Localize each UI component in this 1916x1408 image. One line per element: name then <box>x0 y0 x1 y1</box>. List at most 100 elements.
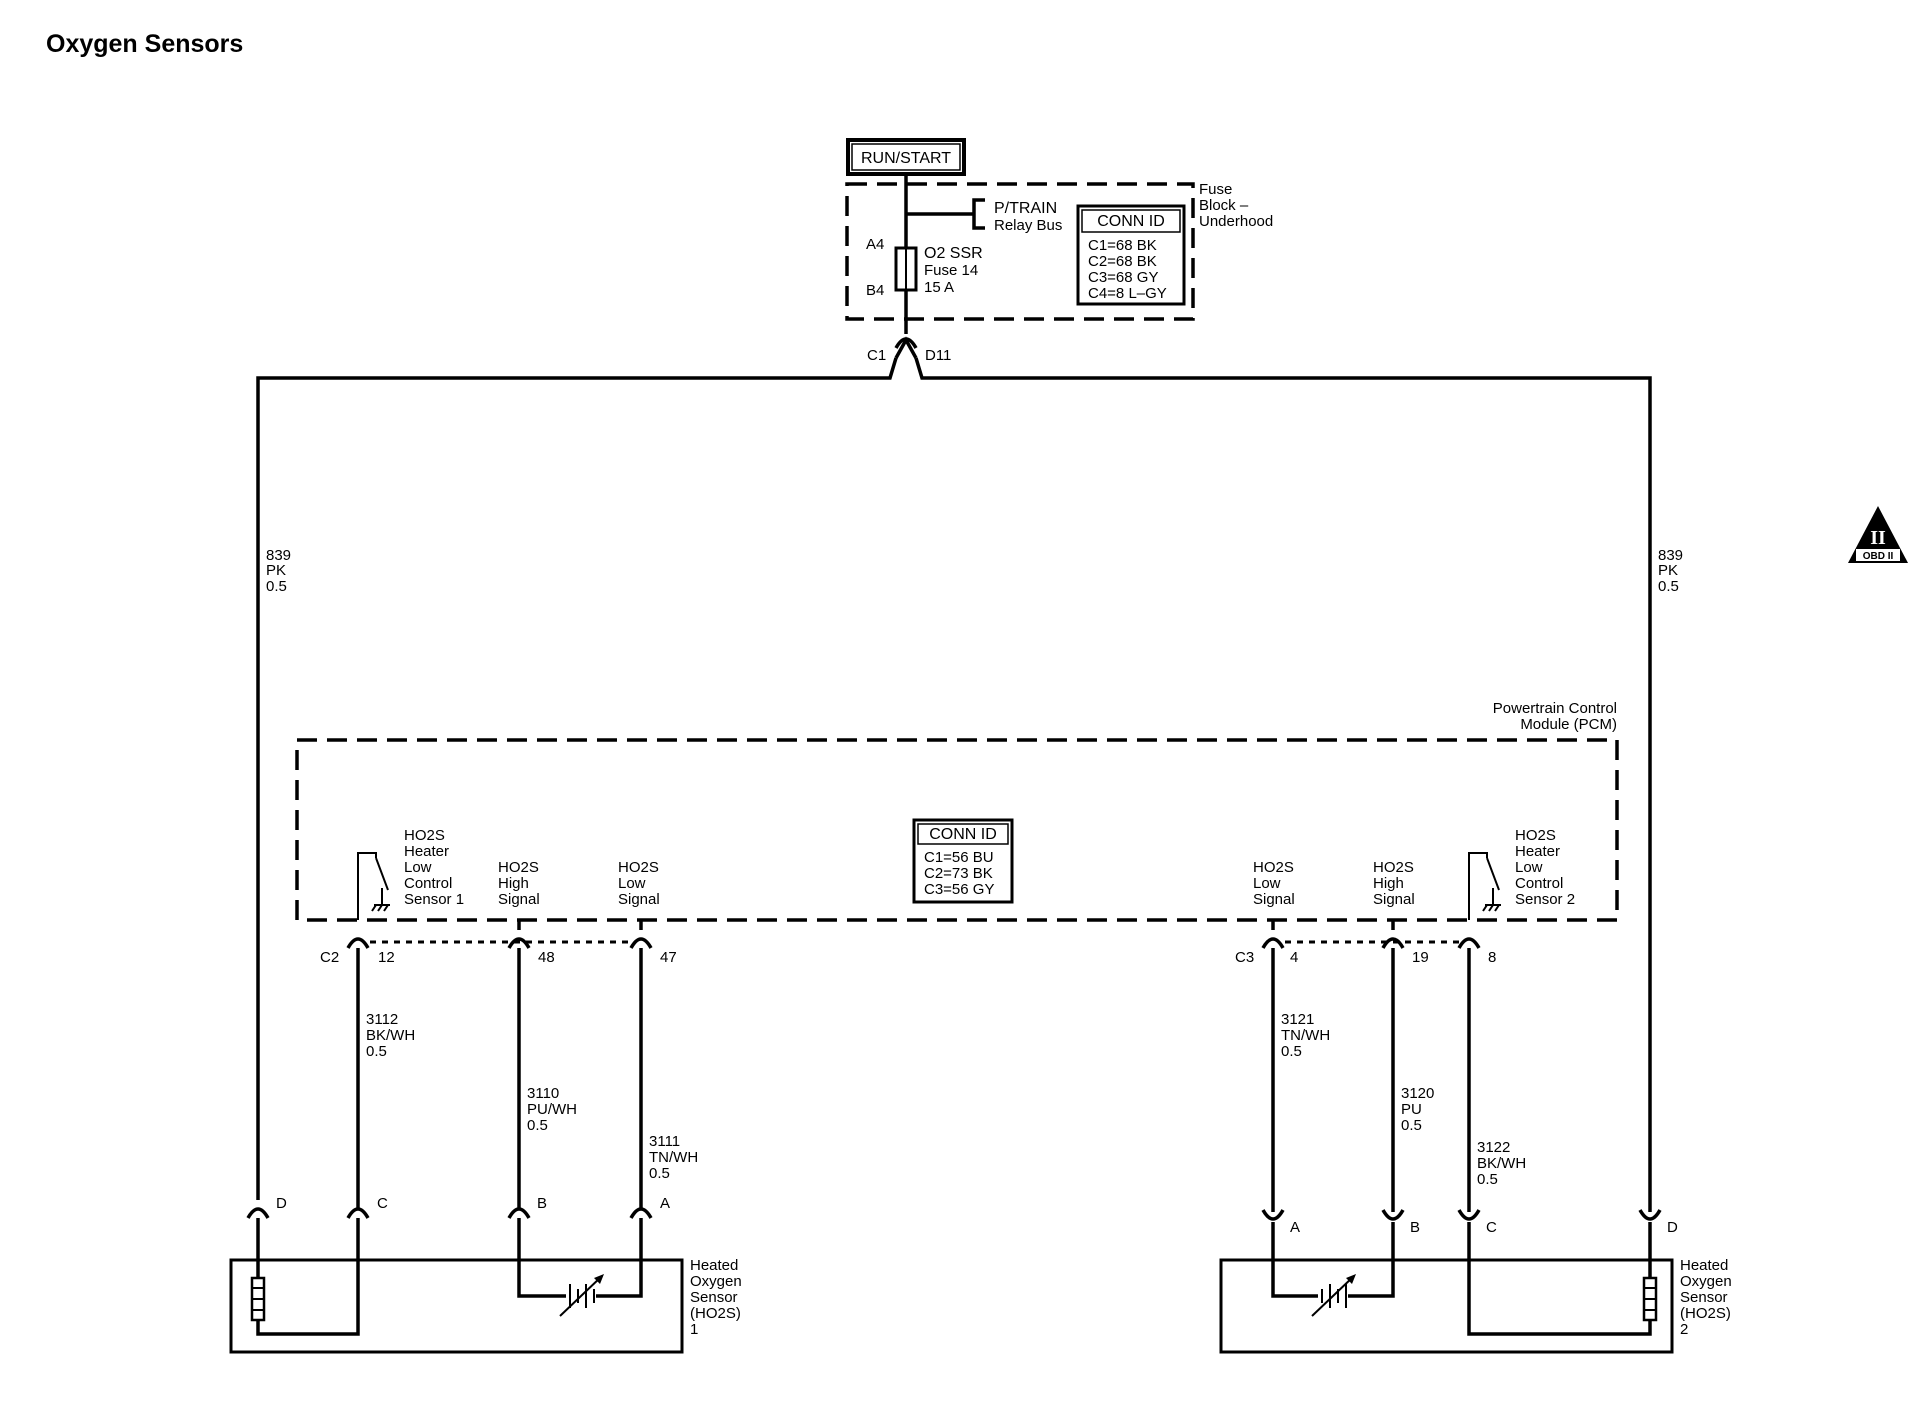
svg-text:Signal: Signal <box>618 891 660 908</box>
svg-text:3122: 3122 <box>1477 1139 1510 1156</box>
sensor1-pin-c: C <box>377 1195 388 1212</box>
heater-driver-switch-2 <box>1468 852 1501 920</box>
fuse-label: O2 SSR Fuse 14 15 A <box>924 245 983 296</box>
svg-text:1: 1 <box>690 1321 698 1338</box>
svg-text:Powertrain Control: Powertrain Control <box>1493 700 1617 717</box>
obd-ii-icon: II OBD II <box>1848 506 1908 563</box>
wire-3121-label: 3121 TN/WH 0.5 <box>1281 1011 1330 1060</box>
svg-text:Heater: Heater <box>1515 843 1560 860</box>
fuse-pin-b4: B4 <box>866 282 884 299</box>
svg-text:HO2S: HO2S <box>1253 859 1294 876</box>
svg-text:Control: Control <box>404 875 452 892</box>
sensor1-element-icon <box>559 1274 604 1317</box>
svg-text:PK: PK <box>1658 562 1678 579</box>
svg-text:Block –: Block – <box>1199 197 1249 214</box>
svg-text:0.5: 0.5 <box>1401 1117 1422 1134</box>
pcm-module <box>295 738 1619 922</box>
svg-text:Heated: Heated <box>1680 1257 1728 1274</box>
svg-text:C3=68 GY: C3=68 GY <box>1088 269 1158 286</box>
svg-text:PU: PU <box>1401 1101 1422 1118</box>
svg-text:Low: Low <box>1515 859 1543 876</box>
svg-text:Relay Bus: Relay Bus <box>994 217 1062 234</box>
svg-text:High: High <box>498 875 529 892</box>
svg-text:C4=8 L–GY: C4=8 L–GY <box>1088 285 1167 302</box>
svg-text:15 A: 15 A <box>924 279 954 296</box>
wire-3112-label: 3112 BK/WH 0.5 <box>366 1011 415 1060</box>
sensor1-connector <box>246 1207 653 1219</box>
svg-text:0.5: 0.5 <box>1658 578 1679 595</box>
sensor1-name: Heated Oxygen Sensor (HO2S) 1 <box>690 1257 742 1338</box>
svg-text:0.5: 0.5 <box>649 1165 670 1182</box>
svg-text:3112: 3112 <box>366 1011 398 1028</box>
svg-text:2: 2 <box>1680 1321 1688 1338</box>
pcm-label-high-signal-2: HO2S High Signal <box>1373 859 1415 908</box>
pcm-conn-id: CONN ID C1=56 BU C2=73 BK C3=56 GY <box>912 818 1014 904</box>
pcm-label-heater-2: HO2S Heater Low Control Sensor 2 <box>1515 827 1575 908</box>
svg-text:II: II <box>1870 527 1886 549</box>
sensor2-pin-d: D <box>1667 1219 1678 1236</box>
pin-4: 4 <box>1290 949 1298 966</box>
sensor1-body <box>229 1258 684 1354</box>
connector-c1-label: C1 <box>867 347 886 364</box>
sensor2-body <box>1219 1258 1674 1354</box>
svg-text:O2 SSR: O2 SSR <box>924 245 983 262</box>
svg-text:Heated: Heated <box>690 1257 738 1274</box>
pin-8: 8 <box>1488 949 1496 966</box>
svg-text:Low: Low <box>404 859 432 876</box>
wire-839-left-label: 839 PK 0.5 <box>266 547 291 595</box>
page-title: Oxygen Sensors <box>46 30 244 58</box>
svg-text:C1=56 BU: C1=56 BU <box>924 849 994 866</box>
fuse-block-conn-id: CONN ID C1=68 BK C2=68 BK C3=68 GY C4=8 … <box>1076 204 1186 306</box>
svg-text:C2=73 BK: C2=73 BK <box>924 865 993 882</box>
pcm-label-heater-1: HO2S Heater Low Control Sensor 1 <box>404 827 464 908</box>
fuse-block-name: Fuse Block – Underhood <box>1199 181 1273 230</box>
svg-text:PK: PK <box>266 562 286 579</box>
sensor2-connector <box>1261 1209 1662 1221</box>
pin-12: 12 <box>378 949 395 966</box>
svg-text:Fuse 14: Fuse 14 <box>924 262 978 279</box>
pcm-label-low-signal-1: HO2S Low Signal <box>618 859 660 908</box>
relay-bus-connector <box>972 198 985 230</box>
connector-c2-label: C2 <box>320 949 339 966</box>
svg-text:C2=68 BK: C2=68 BK <box>1088 253 1157 270</box>
run-start-label: RUN/START <box>846 138 966 176</box>
svg-text:HO2S: HO2S <box>404 827 445 844</box>
svg-text:CONN ID: CONN ID <box>929 826 997 843</box>
wire-3111-label: 3111 TN/WH 0.5 <box>649 1133 698 1182</box>
svg-text:Sensor 2: Sensor 2 <box>1515 891 1575 908</box>
pin-48: 48 <box>538 949 555 966</box>
sensor1-pin-b: B <box>537 1195 547 1212</box>
svg-text:3110: 3110 <box>527 1085 559 1102</box>
pcm-label-low-signal-2: HO2S Low Signal <box>1253 859 1295 908</box>
svg-text:Low: Low <box>1253 875 1281 892</box>
svg-text:High: High <box>1373 875 1404 892</box>
svg-text:CONN ID: CONN ID <box>1097 213 1165 230</box>
connector-c3-label: C3 <box>1235 949 1254 966</box>
fuse-pin-a4: A4 <box>866 236 884 253</box>
svg-text:BK/WH: BK/WH <box>366 1027 415 1044</box>
wire-839-right <box>914 357 1652 1200</box>
svg-text:Signal: Signal <box>498 891 540 908</box>
wire-3120-label: 3120 PU 0.5 <box>1401 1085 1434 1134</box>
wire-3122-label: 3122 BK/WH 0.5 <box>1477 1139 1526 1188</box>
svg-text:Underhood: Underhood <box>1199 213 1273 230</box>
svg-text:0.5: 0.5 <box>1477 1171 1498 1188</box>
svg-text:Sensor: Sensor <box>690 1289 738 1306</box>
svg-text:3121: 3121 <box>1281 1011 1314 1028</box>
pcm-name: Powertrain Control Module (PCM) <box>1493 700 1617 733</box>
connector-d11-label: D11 <box>925 347 951 364</box>
svg-text:Sensor: Sensor <box>1680 1289 1728 1306</box>
sensor2-pin-c: C <box>1486 1219 1497 1236</box>
svg-text:Signal: Signal <box>1253 891 1295 908</box>
run-start-text: RUN/START <box>861 150 951 167</box>
sensor1-pin-d: D <box>276 1195 287 1212</box>
svg-text:0.5: 0.5 <box>1281 1043 1302 1060</box>
svg-text:C3=56 GY: C3=56 GY <box>924 881 994 898</box>
connector-c3 <box>1261 937 1481 949</box>
wire-839-left <box>256 357 898 1200</box>
svg-text:BK/WH: BK/WH <box>1477 1155 1526 1172</box>
svg-text:PU/WH: PU/WH <box>527 1101 577 1118</box>
pin-47: 47 <box>660 949 677 966</box>
wire-839-right-label: 839 PK 0.5 <box>1658 547 1683 595</box>
